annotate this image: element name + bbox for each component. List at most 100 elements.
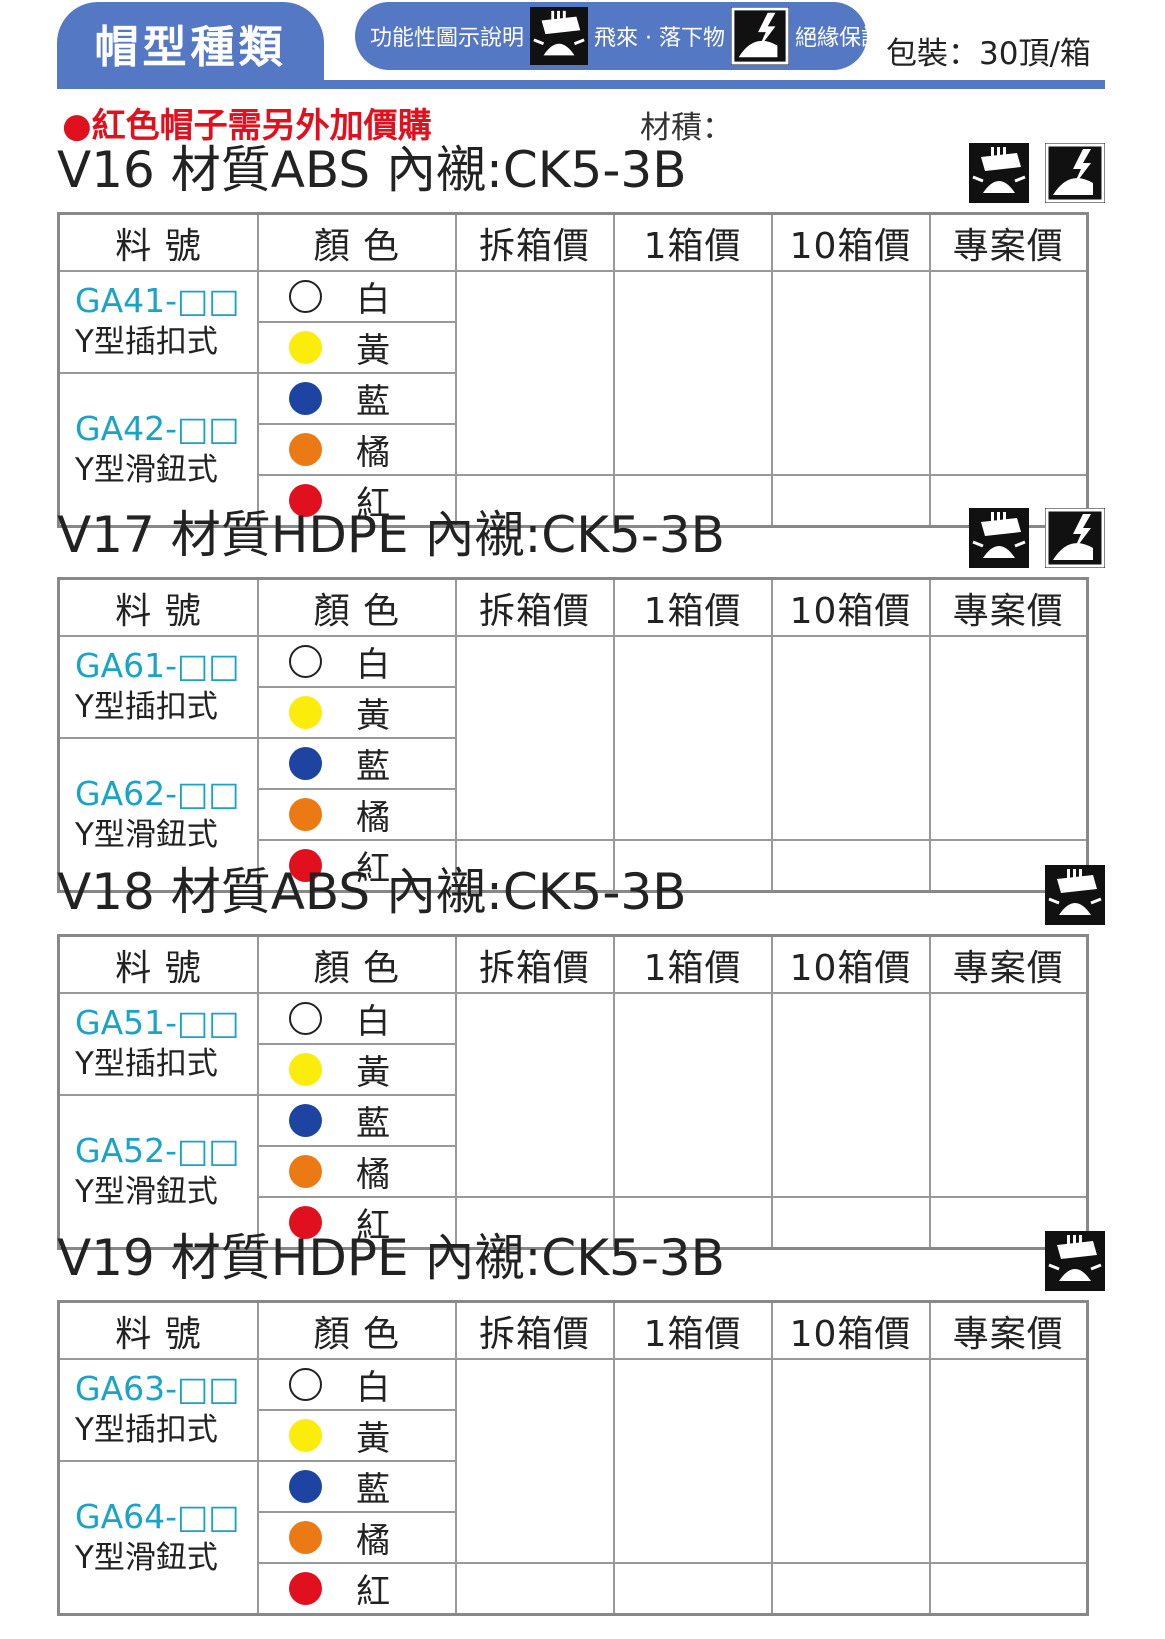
model-cell: GA52-□□Y型滑鈕式 [57, 1094, 260, 1250]
price-input-cell[interactable] [612, 992, 773, 1198]
table-row: 橘 [59, 1145, 1088, 1198]
model-desc: Y型插扣式 [75, 1412, 218, 1448]
price-input-cell[interactable] [770, 1196, 931, 1250]
color-swatch [289, 696, 323, 729]
table-row: 橘 [59, 788, 1088, 841]
model-desc: Y型滑鈕式 [75, 1539, 218, 1576]
column-header: 1箱價 [612, 577, 773, 637]
price-input-cell[interactable] [928, 1358, 1089, 1564]
icon-legend: 功能性圖示說明 飛來 · 落下物 絕緣保護 [355, 2, 883, 70]
section-icons [1045, 865, 1105, 925]
model-cell: GA42-□□Y型滑鈕式 [57, 372, 260, 528]
model-desc: Y型滑鈕式 [75, 816, 218, 853]
model-code: GA51-□□ [75, 1003, 240, 1042]
price-input-cell[interactable] [770, 839, 931, 893]
color-swatch [289, 1572, 323, 1605]
legend-item-label: 飛來 · 落下物 [594, 26, 725, 51]
price-input-cell[interactable] [770, 992, 931, 1198]
table-row: GA52-□□Y型滑鈕式藍 [57, 1094, 1088, 1250]
table-row: 橘 [59, 1511, 1088, 1564]
falling-object-icon [1045, 1231, 1105, 1291]
color-cell: 紅 [257, 474, 457, 528]
price-input-cell[interactable] [454, 635, 615, 841]
price-input-cell[interactable] [454, 992, 615, 1198]
color-name: 紅 [356, 484, 391, 524]
color-swatch [289, 1053, 323, 1086]
color-name: 橘 [356, 433, 391, 473]
model-desc: Y型插扣式 [75, 689, 218, 725]
column-header: 拆箱價 [454, 1300, 615, 1360]
price-input-cell[interactable] [612, 1562, 773, 1616]
price-input-cell[interactable] [612, 1196, 773, 1250]
price-input-cell[interactable] [612, 270, 773, 476]
table-row: GA64-□□Y型滑鈕式藍 [57, 1460, 1088, 1616]
color-name: 白 [356, 1368, 391, 1408]
section-title: V16 材質ABS 內襯:CK5-3B [57, 141, 687, 199]
section-icons [969, 143, 1105, 203]
table-row: GA62-□□Y型滑鈕式藍 [57, 737, 1088, 893]
falling-object-icon [969, 508, 1029, 568]
price-input-cell[interactable] [770, 474, 931, 528]
model-cell: GA61-□□Y型插扣式 [57, 635, 260, 739]
price-input-cell[interactable] [770, 1562, 931, 1616]
price-input-cell[interactable] [928, 270, 1089, 476]
price-input-cell[interactable] [612, 635, 773, 841]
price-input-cell[interactable] [612, 474, 773, 528]
color-name: 橘 [356, 1155, 391, 1195]
falling-object-icon [969, 143, 1029, 203]
price-input-cell[interactable] [928, 635, 1089, 841]
model-code: GA42-□□ [75, 408, 240, 448]
model-desc: Y型插扣式 [75, 324, 218, 360]
column-header: 顏 色 [257, 934, 457, 994]
color-swatch [289, 382, 323, 415]
table-row: 紅 [59, 1562, 1089, 1616]
legend-label: 功能性圖示說明 [370, 26, 525, 51]
section-icons [1045, 1231, 1105, 1291]
price-input-cell[interactable] [454, 270, 615, 476]
column-header: 1箱價 [612, 212, 773, 272]
color-cell: 藍 [257, 737, 457, 790]
price-input-cell[interactable] [612, 1358, 773, 1564]
color-cell: 橘 [257, 788, 457, 841]
packaging-info: 包裝：30頂/箱 [886, 36, 1091, 72]
price-input-cell[interactable] [454, 839, 615, 893]
table-row: GA63-□□Y型插扣式白 [57, 1358, 1089, 1564]
price-input-cell[interactable] [454, 1196, 615, 1250]
price-input-cell[interactable] [770, 635, 931, 841]
color-cell: 白 [257, 1358, 457, 1411]
color-swatch [289, 1104, 323, 1137]
price-input-cell[interactable] [928, 992, 1089, 1198]
price-input-cell[interactable] [454, 1358, 615, 1564]
table-row: GA41-□□ Y型插扣式 白 [57, 270, 1089, 476]
model-code: GA41-□□ [75, 281, 240, 320]
price-input-cell[interactable] [770, 1358, 931, 1564]
color-name: 藍 [356, 1470, 391, 1510]
electrical-insulation-icon [1045, 143, 1105, 203]
column-header: 10箱價 [770, 1300, 931, 1360]
price-input-cell[interactable] [928, 1562, 1089, 1616]
color-swatch [289, 849, 323, 882]
red-helmet-note: ●紅色帽子需另外加價購 [62, 106, 432, 146]
price-input-cell[interactable] [454, 474, 615, 528]
price-input-cell[interactable] [454, 1562, 615, 1616]
section-title: V17 材質HDPE 內襯:CK5-3B [57, 506, 725, 564]
model-cell: GA62-□□Y型滑鈕式 [57, 737, 260, 893]
column-header: 1箱價 [612, 934, 773, 994]
column-header: 專案價 [928, 1300, 1089, 1360]
color-swatch [289, 1368, 323, 1401]
color-name: 白 [356, 280, 391, 320]
model-cell: GA51-□□Y型插扣式 [57, 992, 260, 1096]
volume-label: 材積： [640, 110, 733, 146]
electrical-insulation-icon [1045, 508, 1105, 568]
column-header: 顏 色 [257, 1300, 457, 1360]
column-header: 10箱價 [770, 934, 931, 994]
table-row: GA61-□□Y型插扣式白 [57, 635, 1089, 841]
price-input-cell[interactable] [770, 270, 931, 476]
color-name: 紅 [356, 849, 391, 889]
color-cell: 藍 [257, 1094, 457, 1147]
price-input-cell[interactable] [612, 839, 773, 893]
